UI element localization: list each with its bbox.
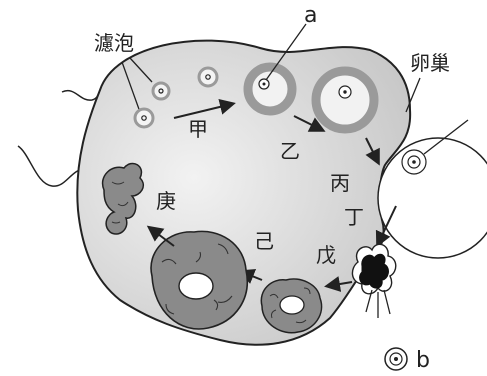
- stage-7-label: 庚: [156, 189, 176, 213]
- ligament-strand-lower: [18, 146, 86, 186]
- label-b: b: [416, 348, 430, 373]
- stage-6-label: 己: [254, 229, 274, 253]
- ruptured-follicle: [352, 244, 395, 318]
- stage-2-label: 乙: [280, 139, 300, 163]
- stage-5-label: 戊: [316, 243, 336, 267]
- stage-4-label: 丁: [344, 205, 364, 229]
- released-oocyte-bubble: [378, 138, 487, 258]
- stage-3-label: 丙: [330, 171, 350, 195]
- label-a: a: [304, 3, 317, 28]
- early-corpus: [261, 279, 321, 333]
- ovary-label: 卵巢: [410, 51, 450, 75]
- stage-1-label: 甲: [188, 117, 208, 141]
- follicle-label: 濾泡: [94, 31, 134, 55]
- mature-follicle: [316, 71, 374, 129]
